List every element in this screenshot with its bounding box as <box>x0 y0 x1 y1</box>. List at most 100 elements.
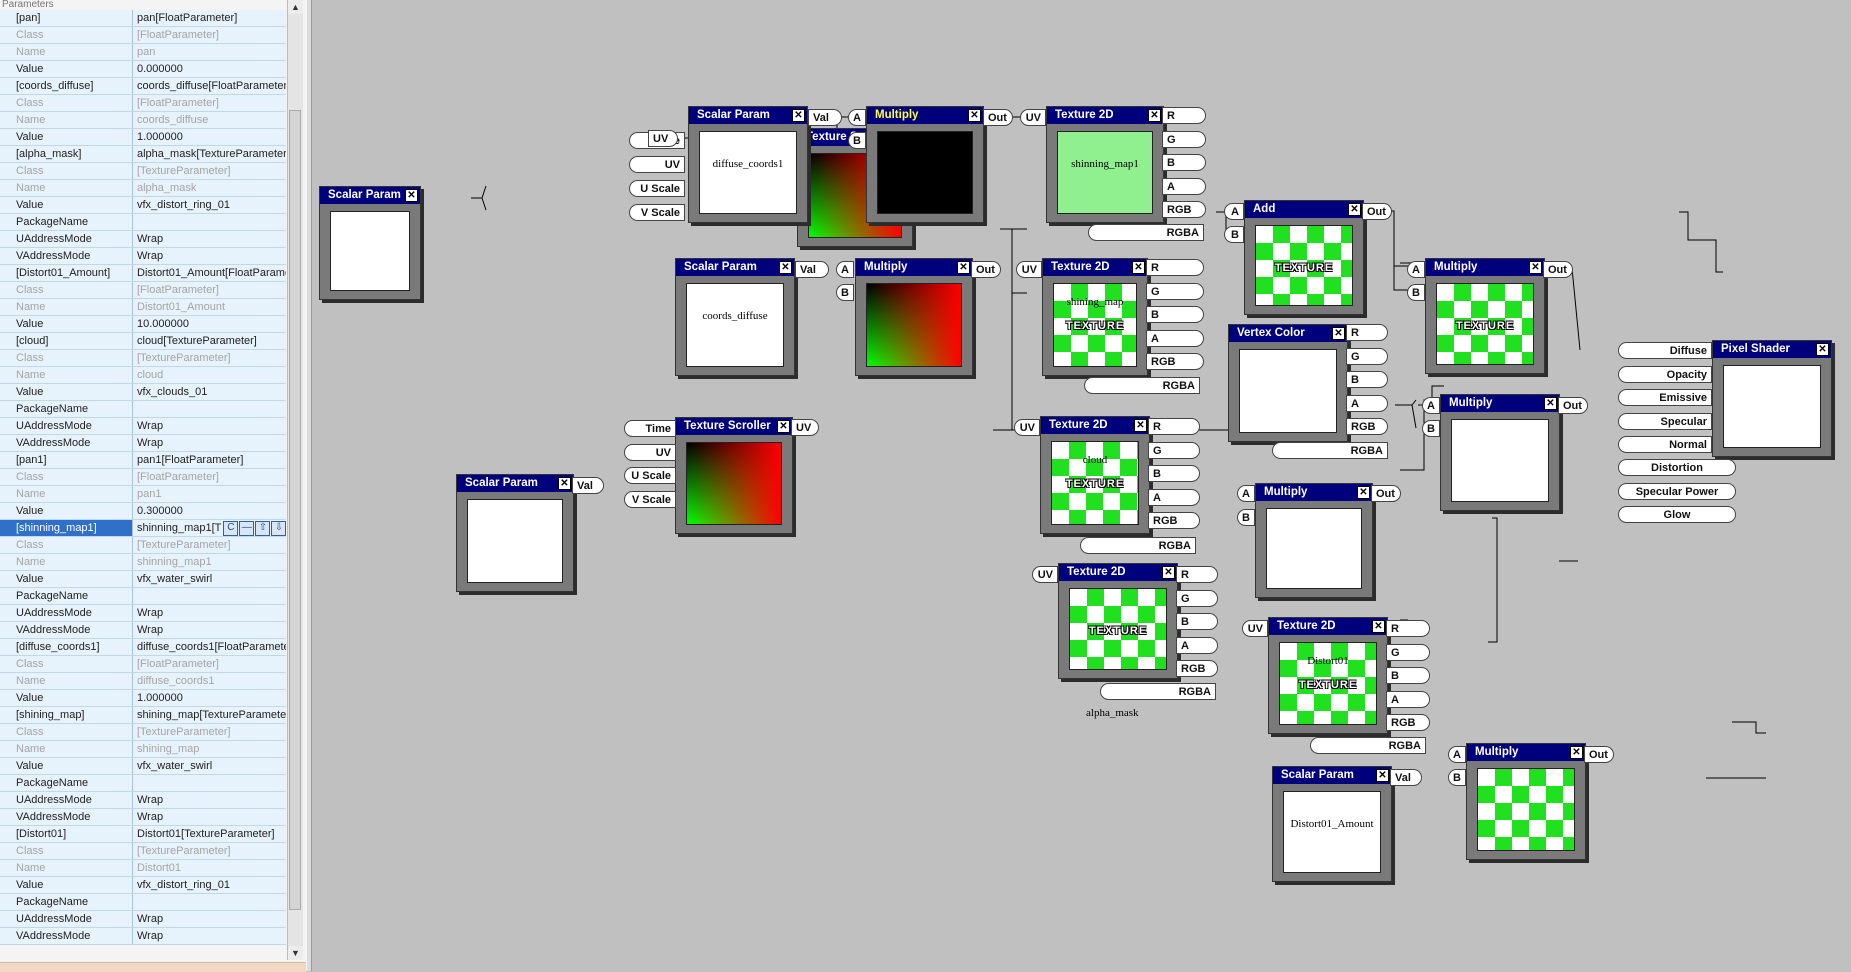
property-row[interactable]: [Distort01]Distort01[TextureParameter] <box>0 826 286 843</box>
output-pin[interactable]: RGBA <box>1310 737 1426 754</box>
input-pin[interactable]: UV <box>629 156 685 173</box>
close-icon[interactable]: ✕ <box>1816 343 1829 356</box>
property-value[interactable] <box>133 775 286 791</box>
node-mul_top[interactable]: Multiply✕ <box>866 106 984 223</box>
input-pin[interactable]: U Scale <box>624 467 676 484</box>
property-row[interactable]: Class[TextureParameter] <box>0 843 286 860</box>
output-pin[interactable]: Out <box>1558 397 1588 414</box>
output-pin[interactable]: G <box>1346 347 1388 365</box>
property-value[interactable]: Wrap <box>133 231 286 247</box>
close-icon[interactable]: ✕ <box>792 109 805 122</box>
input-pin[interactable]: Opacity <box>1618 365 1712 383</box>
input-pin[interactable]: B <box>848 132 866 149</box>
property-value[interactable]: diffuse_coords1[FloatParameter <box>133 639 286 655</box>
property-value[interactable]: alpha_mask <box>133 180 286 196</box>
node-mul_lower[interactable]: Multiply✕ <box>1255 483 1373 598</box>
output-pin[interactable]: R <box>1386 620 1430 637</box>
input-pin[interactable]: UV <box>1242 620 1268 637</box>
property-value[interactable]: alpha_mask[TextureParameter] <box>133 146 286 162</box>
property-value[interactable]: 10.000000 <box>133 316 286 332</box>
output-pin[interactable]: RGB <box>1346 418 1388 435</box>
output-pin[interactable]: R <box>1346 324 1388 341</box>
property-row[interactable]: PackageName <box>0 214 286 231</box>
output-pin[interactable]: G <box>1148 441 1200 459</box>
property-value[interactable]: 1.000000 <box>133 129 286 145</box>
output-pin[interactable]: B <box>1176 613 1218 630</box>
close-icon[interactable]: ✕ <box>1544 397 1557 410</box>
output-pin[interactable]: A <box>1162 177 1206 195</box>
node-sp_diffuse_coords1[interactable]: Scalar Param✕diffuse_coords1 <box>688 106 808 223</box>
property-value[interactable]: [FloatParameter] <box>133 27 286 43</box>
output-pin[interactable]: RGBA <box>1100 683 1216 700</box>
output-pin[interactable]: Val <box>1390 769 1422 786</box>
output-pin[interactable]: A <box>1148 488 1200 506</box>
close-icon[interactable]: ✕ <box>968 109 981 122</box>
input-pin[interactable]: Glow <box>1618 506 1736 523</box>
output-pin[interactable]: RGB <box>1386 714 1430 731</box>
input-pin[interactable]: A <box>848 109 866 126</box>
property-value[interactable]: [FloatParameter] <box>133 282 286 298</box>
input-pin[interactable]: A <box>1237 485 1255 502</box>
close-icon[interactable]: ✕ <box>1148 109 1161 122</box>
property-row[interactable]: Class[TextureParameter] <box>0 163 286 180</box>
property-value[interactable]: Wrap <box>133 792 286 808</box>
scroll-thumb[interactable] <box>289 110 301 910</box>
output-pin[interactable]: UV <box>791 419 819 436</box>
input-pin[interactable]: B <box>1407 284 1425 301</box>
output-pin[interactable]: R <box>1176 566 1218 583</box>
output-pin[interactable]: G <box>1176 589 1218 607</box>
output-pin[interactable]: Out <box>1584 746 1614 763</box>
input-pin[interactable]: Diffuse <box>1618 342 1712 359</box>
move-up-icon[interactable]: ⇧ <box>255 521 271 536</box>
property-value[interactable]: Distort01 <box>133 860 286 876</box>
output-pin[interactable]: R <box>1148 418 1200 435</box>
output-pin[interactable]: Val <box>795 261 829 278</box>
property-row[interactable]: Class[TextureParameter] <box>0 350 286 367</box>
property-value[interactable]: Wrap <box>133 435 286 451</box>
output-pin[interactable]: G <box>1386 643 1430 661</box>
input-pin[interactable]: Emissive <box>1618 389 1712 406</box>
output-pin[interactable]: Out <box>1362 203 1392 220</box>
property-row[interactable]: PackageName <box>0 775 286 792</box>
close-icon[interactable]: ✕ <box>1372 620 1385 633</box>
remove-icon[interactable]: — <box>239 521 255 536</box>
property-value[interactable]: [FloatParameter] <box>133 95 286 111</box>
property-row[interactable]: Class[TextureParameter] <box>0 724 286 741</box>
node-sp_distort_amount[interactable]: Scalar Param✕Distort01_Amount <box>1272 766 1392 882</box>
output-pin[interactable]: G <box>1146 282 1204 300</box>
node-tex_alpha[interactable]: Texture 2D✕TEXTURE <box>1058 563 1178 679</box>
property-row[interactable]: [pan]pan[FloatParameter] <box>0 10 286 27</box>
node-tex_shinning_map1[interactable]: Texture 2D✕shinning_map1 <box>1046 106 1164 223</box>
property-row[interactable]: PackageName <box>0 588 286 605</box>
property-row[interactable]: [cloud]cloud[TextureParameter] <box>0 333 286 350</box>
close-icon[interactable]: ✕ <box>1357 486 1370 499</box>
property-value[interactable]: Wrap <box>133 809 286 825</box>
output-pin[interactable]: B <box>1162 154 1206 171</box>
input-pin[interactable]: A <box>836 261 854 278</box>
close-icon[interactable]: ✕ <box>1376 769 1389 782</box>
property-value[interactable] <box>133 894 286 910</box>
node-ts_bottom[interactable]: Texture Scroller✕ <box>675 417 793 534</box>
property-value[interactable]: Wrap <box>133 911 286 927</box>
output-pin[interactable]: A <box>1176 636 1218 654</box>
property-value[interactable]: pan1[FloatParameter] <box>133 452 286 468</box>
property-value[interactable]: [TextureParameter] <box>133 163 286 179</box>
property-value[interactable]: 0.000000 <box>133 61 286 77</box>
input-pin[interactable]: A <box>1224 203 1244 220</box>
output-pin[interactable]: B <box>1346 371 1388 388</box>
property-row[interactable]: [diffuse_coords1]diffuse_coords1[FloatPa… <box>0 639 286 656</box>
